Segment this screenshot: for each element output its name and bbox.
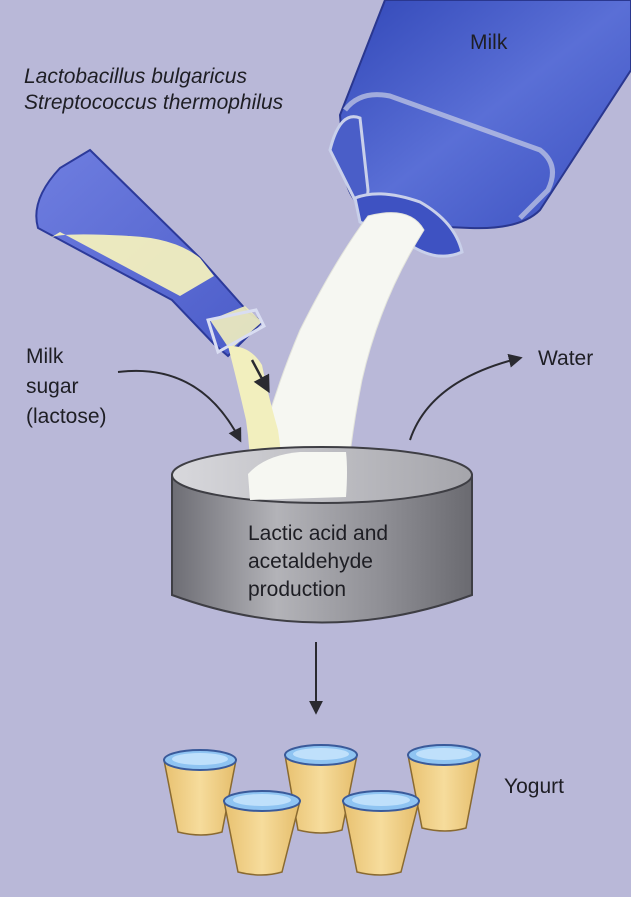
water-label: Water [538,347,594,370]
bacteria-label-2: Streptococcus thermophilus [24,91,284,114]
yogurt-label: Yogurt [504,775,564,798]
yogurt-cup [223,790,301,876]
yogurt-cup [342,790,420,876]
fermentation-vat [171,446,473,624]
lactose-arrow [117,369,242,443]
yogurt-cup [163,749,237,836]
vat-process-label: Lactic acid and acetaldehyde production [248,522,389,601]
water-arrow [409,353,523,441]
bacteria-label-1: Lactobacillus bulgaricus [24,65,247,88]
starter-pour-arrow [250,359,270,394]
milk-label: Milk [470,31,508,54]
milk-sugar-label: Milk sugar (lactose) [26,345,107,428]
starter-flask [35,148,266,358]
yogurt-cup [284,744,358,834]
yogurt-cup [407,744,481,832]
